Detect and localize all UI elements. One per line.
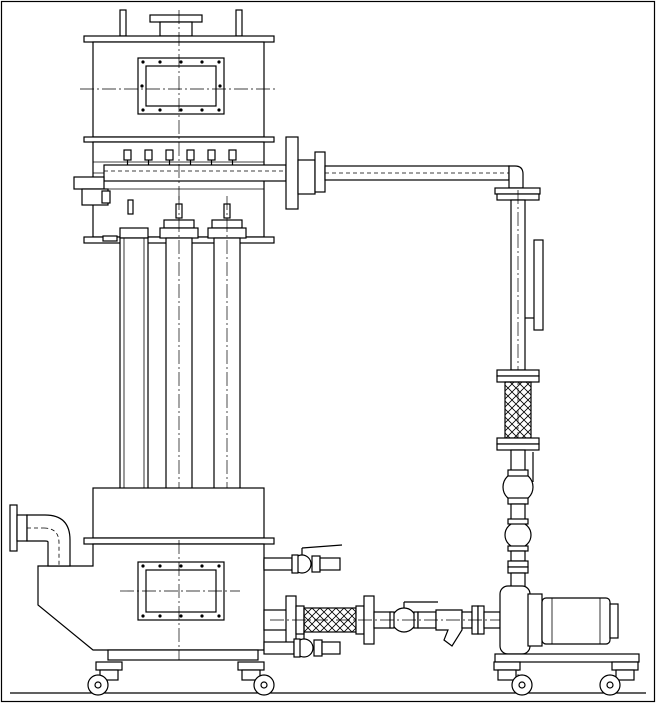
pump-base <box>494 653 640 663</box>
filter-cartridge-3 <box>207 196 247 520</box>
manifold-valve-1 <box>123 149 132 165</box>
manifold-valve-4 <box>186 149 195 165</box>
upper-inspection-window <box>137 57 225 115</box>
outlet-pipe <box>285 136 524 210</box>
caster-wheel-1 <box>87 661 123 696</box>
vertical-ball-valve-lower <box>504 521 532 549</box>
manifold-valve-2 <box>144 149 153 165</box>
caster-wheel-3 <box>493 661 533 696</box>
caster-wheel-4 <box>599 661 639 696</box>
lower-tank <box>37 487 279 661</box>
pump-volute <box>499 585 531 655</box>
tank-upper-valve <box>263 544 343 574</box>
valve-manifold <box>73 149 287 206</box>
suction-line <box>263 595 501 647</box>
manifold-valve-5 <box>207 149 216 165</box>
y-strainer <box>435 609 463 647</box>
tank-drain-valve <box>263 632 341 658</box>
vertical-return-pipe <box>494 187 544 690</box>
side-inlet-elbow <box>9 504 71 567</box>
manifold-valve-3 <box>165 149 174 165</box>
caster-wheel-2 <box>237 661 275 696</box>
filter-cartridge-1 <box>102 199 149 507</box>
filter-cartridge-2 <box>159 196 199 520</box>
motor-pump <box>494 585 640 663</box>
manifold-valve-6 <box>228 149 237 165</box>
vertical-flex-hose <box>504 381 532 439</box>
